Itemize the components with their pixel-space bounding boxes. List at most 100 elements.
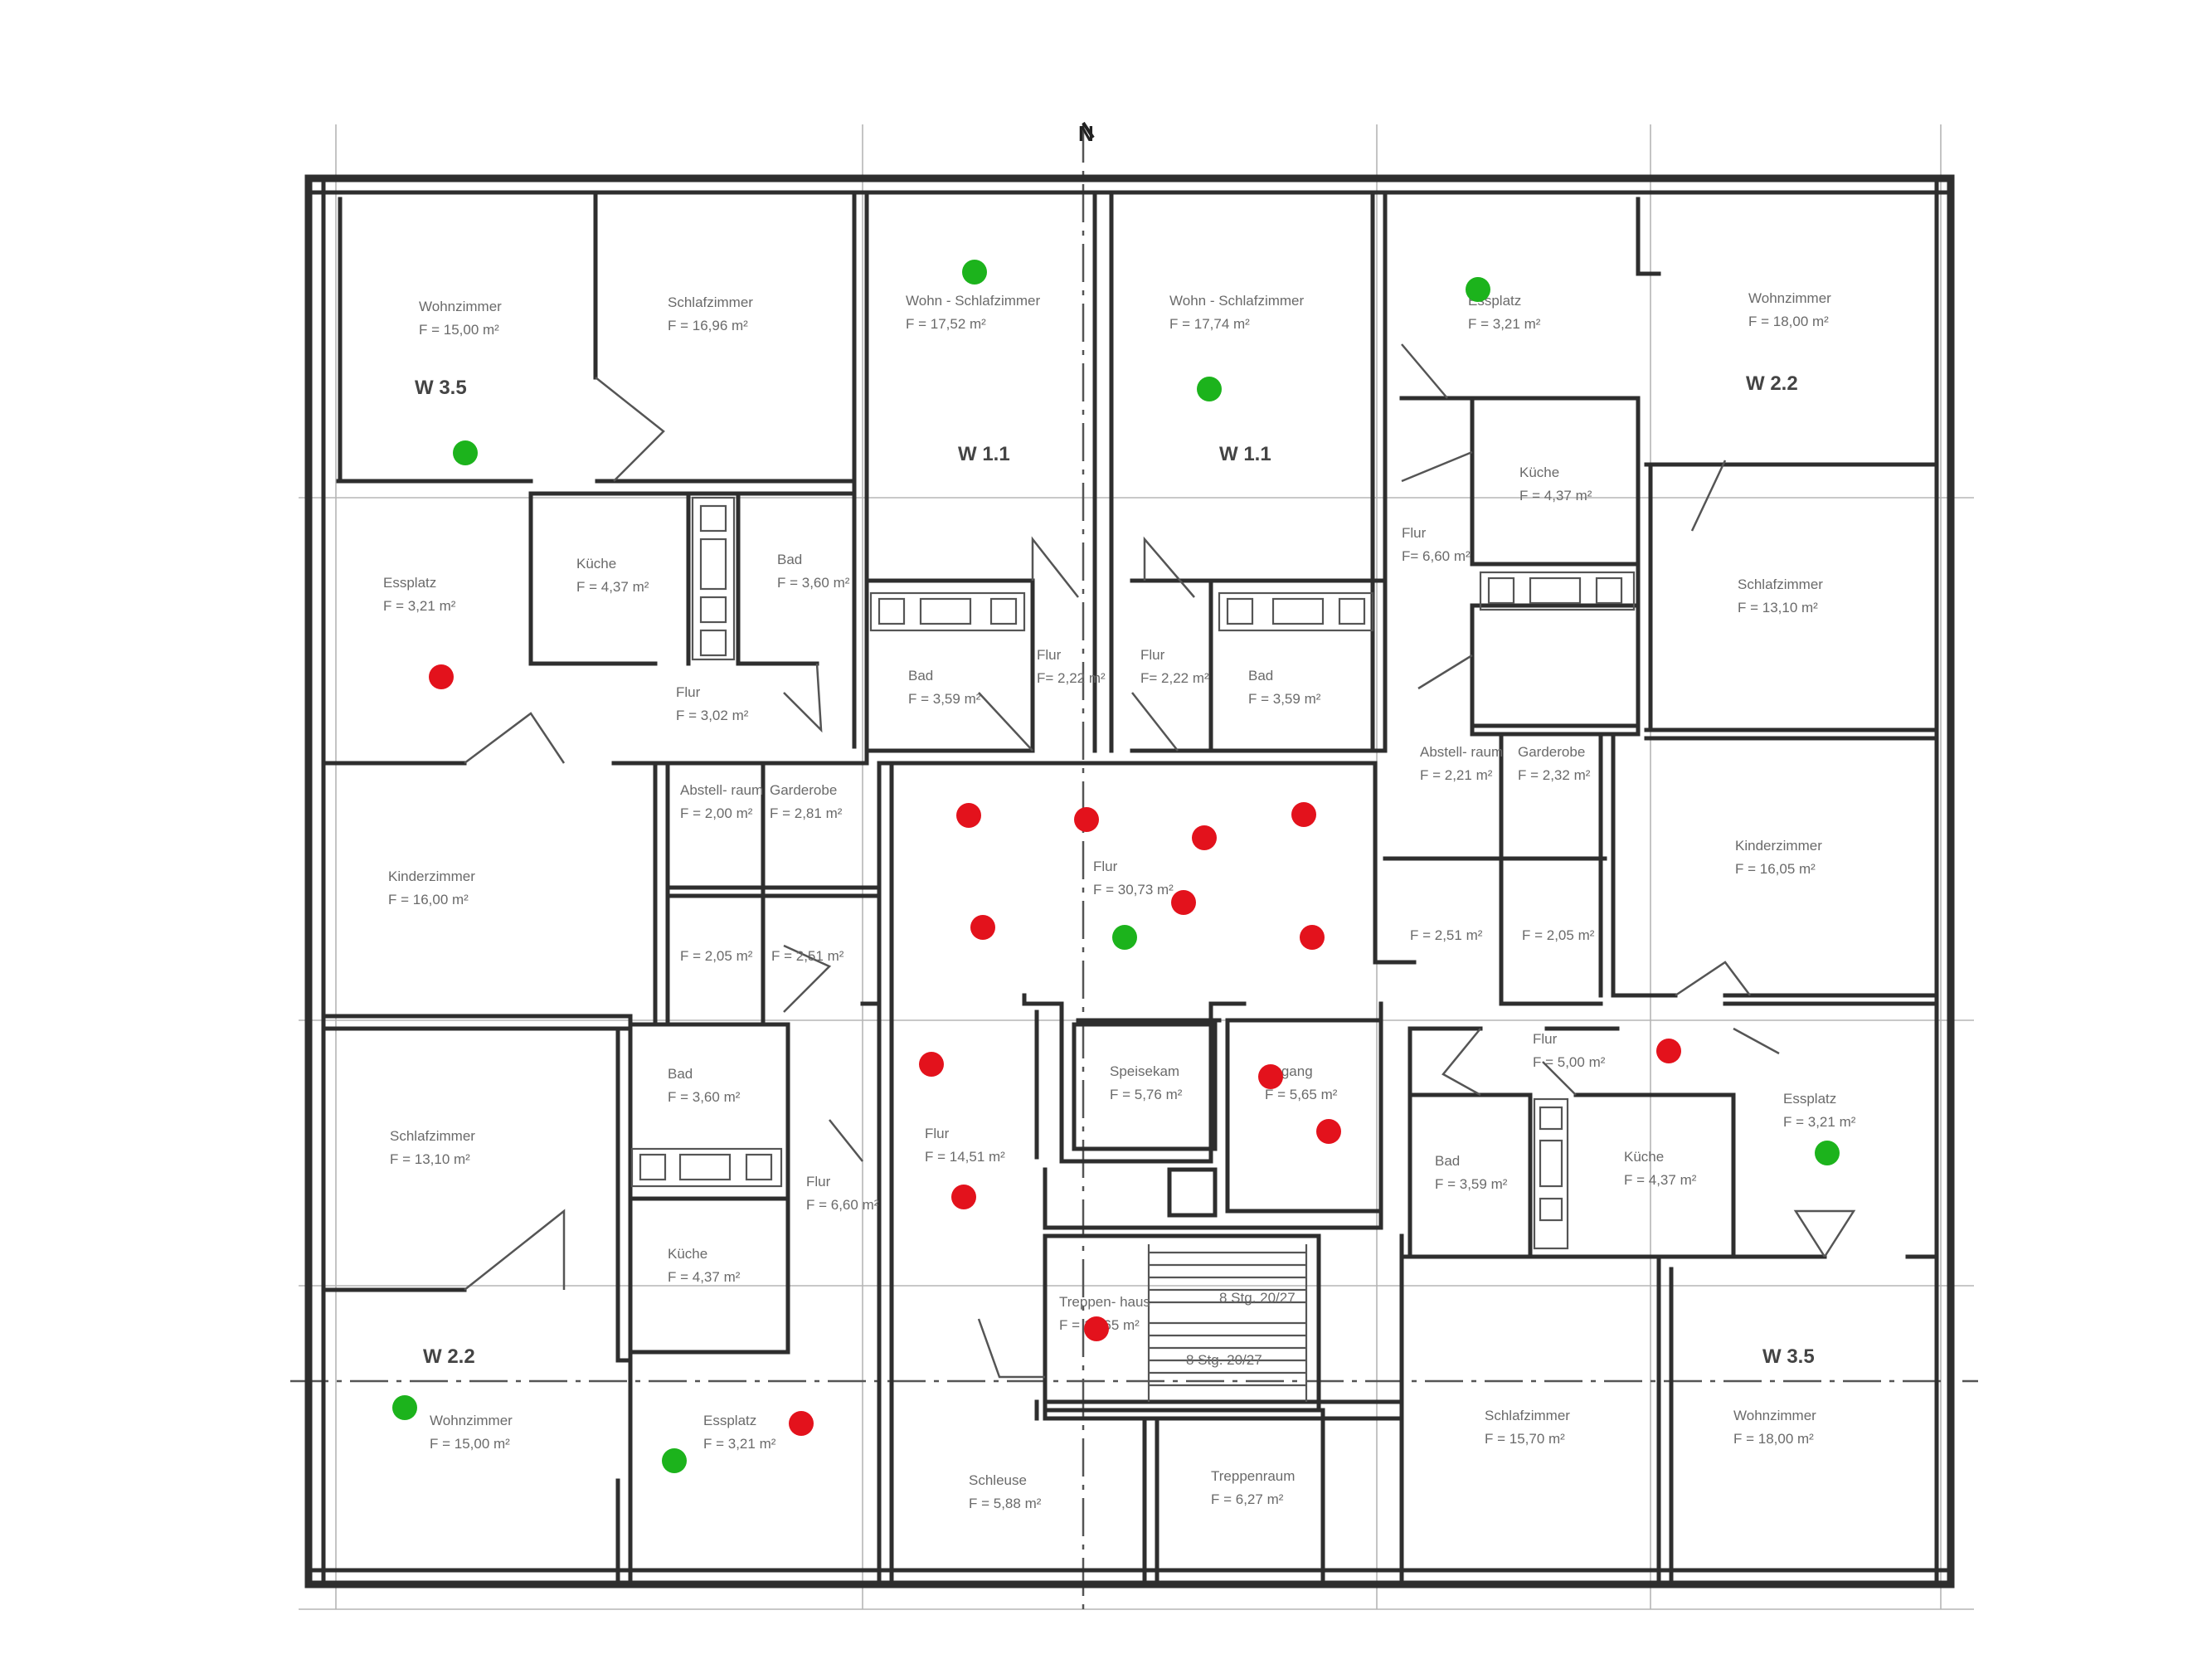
room-abstellraum-right-area: F = 2,21 m² [1420, 767, 1493, 783]
stair-note-lower: 8 Stg. 20/27 [1186, 1352, 1262, 1368]
room-essplatz-bottom: Essplatz F = 3,21 m² [703, 1413, 776, 1452]
room-wohnzimmer-bottom-right-area: F = 18,00 m² [1733, 1431, 1814, 1447]
marker-red-14 [1084, 1316, 1109, 1341]
room-small-left-a: F = 2,05 m² [680, 948, 753, 964]
marker-green-7 [1112, 925, 1137, 950]
room-kueche-bottom-left-label: Küche [668, 1246, 707, 1262]
room-kueche-top-right: Küche F = 4,37 m² [1519, 465, 1592, 504]
room-small-left-b-area: F = 2,51 m² [771, 948, 844, 964]
room-schlafzimmer-bottom-left-area: F = 13,10 m² [390, 1151, 470, 1167]
room-kueche-bottom-right-area: F = 4,37 m² [1624, 1172, 1697, 1188]
room-small-right-a: F = 2,51 m² [1410, 927, 1483, 943]
room-essplatz-bottom-area: F = 3,21 m² [703, 1436, 776, 1452]
room-small-left-a-area: F = 2,05 m² [680, 948, 753, 964]
room-flur-w11-right: Flur F= 2,22 m² [1140, 647, 1209, 686]
unit-w22-bottom: W 2.2 [423, 1345, 475, 1368]
room-bad-top-left: Bad F = 3,60 m² [777, 552, 850, 591]
marker-green-2 [1197, 377, 1222, 401]
room-bad-bottom-left: Bad F = 3,60 m² [668, 1066, 741, 1105]
room-wohn-schlafzimmer-right-area: F = 17,74 m² [1169, 316, 1250, 332]
room-kueche-bottom-right-label: Küche [1624, 1149, 1664, 1165]
marker-red-13 [1656, 1039, 1681, 1063]
room-flur-w11-right-area: F= 2,22 m² [1140, 670, 1209, 686]
room-flur-lower-center-label: Flur [925, 1126, 950, 1141]
room-flur-top-left-label: Flur [676, 684, 701, 700]
marker-red-4 [1192, 825, 1217, 850]
room-wohnzimmer-bottom-left-label: Wohnzimmer [430, 1413, 513, 1428]
unit-w11-left: W 1.1 [958, 443, 1010, 465]
room-essplatz-left-area: F = 3,21 m² [383, 598, 456, 614]
room-speisekam-center-label: Speisekam [1110, 1063, 1179, 1079]
marker-red-11 [1316, 1119, 1341, 1144]
room-essplatz-left-label: Essplatz [383, 575, 436, 591]
room-bad-top-left-label: Bad [777, 552, 802, 567]
room-essplatz-bottom-label: Essplatz [703, 1413, 756, 1428]
room-treppenhaus-label: Treppen- haus [1059, 1294, 1150, 1310]
room-flur-bottom-right: Flur F = 5,00 m² [1533, 1031, 1606, 1070]
marker-green-8 [1815, 1141, 1840, 1165]
room-wohnzimmer-bottom-left-area: F = 15,00 m² [430, 1436, 510, 1452]
room-flur-bottom-right-area: F = 5,00 m² [1533, 1054, 1606, 1070]
stair-note-upper: 8 Stg. 20/27 [1219, 1290, 1296, 1306]
room-bad-bottom-right-label: Bad [1435, 1153, 1460, 1169]
room-schlafzimmer-bottom-right-label: Schlafzimmer [1485, 1408, 1570, 1423]
room-schlafzimmer-top-right-area: F = 13,10 m² [1738, 600, 1818, 615]
room-bad-w11-right-area: F = 3,59 m² [1248, 691, 1321, 707]
room-bad-bottom-left-area: F = 3,60 m² [668, 1089, 741, 1105]
room-small-right-b: F = 2,05 m² [1522, 927, 1595, 943]
room-abstellraum-left-area: F = 2,00 m² [680, 805, 753, 821]
room-schleuse-area: F = 5,88 m² [969, 1496, 1042, 1511]
room-abstellraum-left: Abstell- raum F = 2,00 m² [680, 782, 763, 821]
room-flur-top-left: Flur F = 3,02 m² [676, 684, 749, 723]
unit-labels: W 3.5 W 1.1 W 1.1 W 2.2 W 2.2 W 3.5 [415, 372, 1815, 1368]
room-bad-bottom-left-label: Bad [668, 1066, 693, 1082]
stair-treads [1147, 1244, 1308, 1402]
room-kinderzimmer-right-label: Kinderzimmer [1735, 838, 1822, 854]
room-abstellraum-left-label: Abstell- raum [680, 782, 763, 798]
room-wohnzimmer-bottom-left: Wohnzimmer F = 15,00 m² [430, 1413, 513, 1452]
room-bad-top-left-area: F = 3,60 m² [777, 575, 850, 591]
kitchen-fixtures [630, 496, 1636, 1250]
room-schleuse-label: Schleuse [969, 1472, 1027, 1488]
room-flur-center-label: Flur [1093, 859, 1118, 874]
room-flur-bottom-right-label: Flur [1533, 1031, 1558, 1047]
room-essplatz-left: Essplatz F = 3,21 m² [383, 575, 456, 614]
marker-green-6 [662, 1448, 687, 1473]
room-kueche-top-right-area: F = 4,37 m² [1519, 488, 1592, 504]
interior-walls [321, 190, 1939, 1587]
room-flur-bottom-left-label: Flur [806, 1174, 831, 1190]
room-kueche-top-right-label: Küche [1519, 465, 1559, 480]
markers [392, 260, 1840, 1473]
room-flur-w11-right-label: Flur [1140, 647, 1165, 663]
room-wohnzimmer-w35-label: Wohnzimmer [419, 299, 502, 314]
room-essplatz-right-label: Essplatz [1783, 1091, 1836, 1107]
marker-red-1 [429, 664, 454, 689]
room-zugang-center-area: F = 5,65 m² [1265, 1087, 1338, 1102]
marker-red-12 [951, 1185, 976, 1209]
marker-green-5 [392, 1395, 417, 1420]
room-flur-top-left-area: F = 3,02 m² [676, 708, 749, 723]
room-flur-top-right-label: Flur [1402, 525, 1427, 541]
room-kinderzimmer-left-label: Kinderzimmer [388, 868, 475, 884]
room-small-right-b-area: F = 2,05 m² [1522, 927, 1595, 943]
room-schlafzimmer-bottom-left-label: Schlafzimmer [390, 1128, 475, 1144]
room-kueche-top-left-label: Küche [576, 556, 616, 572]
room-schlafzimmer-bottom-left: Schlafzimmer F = 13,10 m² [390, 1128, 475, 1167]
marker-red-2 [956, 803, 981, 828]
